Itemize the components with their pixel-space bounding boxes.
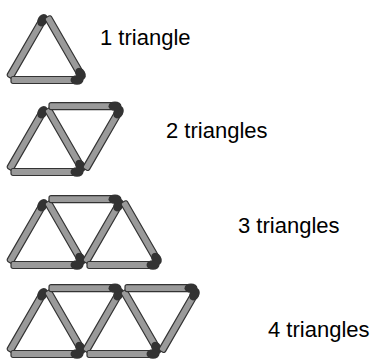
row-label: 3 triangles: [238, 213, 340, 239]
triangle-row-3: [5, 194, 164, 269]
row-label: 2 triangles: [166, 118, 268, 144]
triangle-row-1: [5, 12, 88, 85]
triangle-row-2: [5, 101, 126, 176]
triangle-row-4: [5, 283, 202, 358]
row-label: 4 triangles: [268, 317, 370, 343]
row-label: 1 triangle: [100, 25, 191, 51]
